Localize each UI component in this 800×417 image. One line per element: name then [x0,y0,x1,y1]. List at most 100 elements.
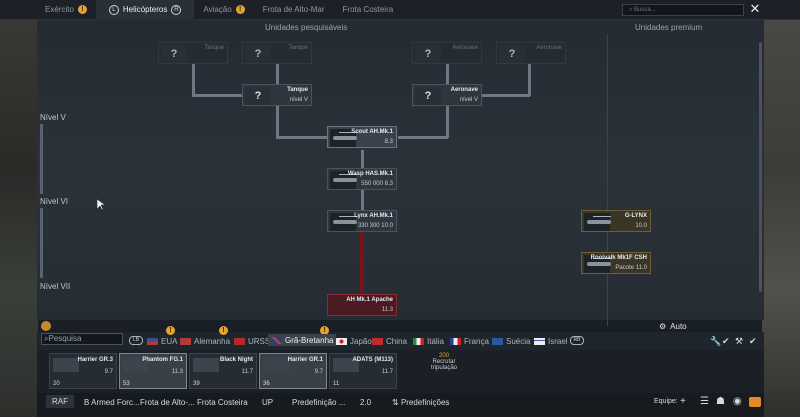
search-icon: ⌕ [44,334,49,343]
vehicle-thumbnail [330,213,357,231]
connector [528,64,531,96]
nation-tab-france[interactable]: França [450,337,489,346]
vehicle-thumbnail [193,358,219,372]
nation-tab-israel[interactable]: Israel [534,337,568,346]
background-left [0,0,38,417]
flag-icon [492,338,503,345]
nation-tab-china[interactable]: China [372,337,407,346]
nation-tab-italy[interactable]: Itália [413,337,444,346]
connector [361,190,364,210]
unknown-vehicle-icon: ? [415,45,441,63]
vehicle-thumbnail [53,358,79,372]
tree-card-ghost-aeronave[interactable]: ? Aeronave [412,42,482,64]
squad-icon[interactable]: ☗ [716,396,725,407]
checkmark-icon[interactable]: ✔ [749,336,757,346]
add-icon[interactable]: + [680,396,686,407]
connector [361,150,364,168]
preset-tab[interactable]: 2.0 [360,398,372,407]
header-researchable: Unidades pesquisáveis [265,23,348,32]
tab-aviacao[interactable]: Aviação! [194,0,253,20]
preset-tab[interactable]: Frota Costeira [197,398,248,407]
vehicle-thumbnail [263,358,289,372]
chat-icon[interactable]: ◉ [733,396,742,407]
checkmark-icon[interactable]: ✔ [722,336,730,346]
connector [276,136,328,139]
presets-button[interactable]: ⇅ Predefinições [392,398,450,407]
unknown-vehicle-icon: ? [415,87,441,105]
tab-exercito[interactable]: Exército! [36,0,96,20]
research-bonus-icon [41,321,51,331]
premium-card-rooivalk[interactable]: Rooivalk Mk1F CSH Pacote 11.0 [581,252,651,274]
crew-slot[interactable]: Harrier GR.3 9.7 20 [49,353,117,389]
warning-icon: ! [320,326,329,335]
crew-slot[interactable]: Harrier GR.1 9.7 36 [259,353,327,389]
preset-tab[interactable]: Predefinição ... [292,398,346,407]
vehicle-thumbnail [584,213,611,231]
tree-card-ghost-tanque[interactable]: ? Tanque [158,42,228,64]
crew-slot[interactable]: ADATS (M113) 11.7 11 [329,353,397,389]
connector [276,106,279,138]
flag-icon [180,338,191,345]
repair-all-icon[interactable]: ⚒ [735,336,744,346]
preset-tab[interactable]: B Armed Forc... [84,398,140,407]
tree-card-aircraft-requirement[interactable]: ? Aeronave nível V [412,84,482,106]
tree-card-ghost-aeronave[interactable]: ? Aeronave [496,42,566,64]
tree-card-apache[interactable]: AH Mk.1 Apache 11.3 [327,294,397,316]
nation-tab-japan[interactable]: Japão [336,337,372,346]
crew-slot[interactable]: Phantom FG.1 11.3 53 [119,353,187,389]
swap-icon: ⇅ [392,398,401,407]
tree-card-tank-requirement[interactable]: ? Tanque nível V [242,84,312,106]
tree-card-ghost-tanque[interactable]: ? Tanque [242,42,312,64]
tab-frota-costeira[interactable]: Frota Costeira [342,5,394,14]
rank-bar [40,208,43,278]
helicopter-icon [587,216,611,224]
tree-card-wasp[interactable]: Wasp HAS.Mk.1 550 000 8.3 [327,168,397,190]
crew-slot[interactable]: Black Night 11.7 39 [189,353,257,389]
flag-icon [372,338,383,345]
rank-label-7: Nível VII [40,282,71,291]
search-icon: ⌕ [629,7,635,13]
flag-icon [234,338,245,345]
vehicle-thumbnail [584,255,611,273]
helicopter-icon [333,174,357,182]
nation-tab-great-britain[interactable]: Grã-Bretanha [268,334,337,346]
mail-icon[interactable] [749,397,761,407]
premium-card-g-lynx[interactable]: G-LYNX 10.0 [581,210,651,232]
warning-icon: ! [166,326,175,335]
rank-label-5: Nível V [40,113,66,122]
unknown-vehicle-icon: ? [245,87,271,105]
auto-toggle[interactable]: ⚙Auto [659,321,687,331]
connector [276,64,279,86]
close-icon[interactable]: ✕ [749,1,761,16]
unknown-vehicle-icon: ? [161,45,187,63]
connector [446,106,449,138]
tree-card-scout[interactable]: Scout AH.Mk.1 8.3 [327,126,397,148]
vehicle-thumbnail [123,358,149,372]
mouse-cursor-icon [97,199,105,210]
connector [192,94,244,97]
unknown-vehicle-icon: ? [499,45,525,63]
nation-tab-ussr[interactable]: URSS [234,337,270,346]
scrollbar[interactable] [759,42,762,292]
flag-icon [336,338,347,345]
helicopter-icon [333,132,357,140]
nation-tab-usa[interactable]: EUA [147,337,177,346]
preset-tab[interactable]: UP [262,398,274,407]
search-input-bottom[interactable]: ⌕Pesquisa [41,333,123,345]
tree-card-lynx[interactable]: Lynx AH.Mk.1 330 300 10.0 [327,210,397,232]
nation-tab-sweden[interactable]: Suécia [492,337,530,346]
vehicle-thumbnail [333,358,359,372]
list-icon[interactable]: ☰ [700,396,709,407]
recruit-crew-button[interactable]: 200 Recrutar tripulação [430,353,457,371]
connector [398,136,448,139]
search-input-top[interactable]: ⌕ Busca... [622,4,744,16]
wrench-icon[interactable]: 🔧 [710,336,722,346]
nation-tab-germany[interactable]: Alemanha [180,337,230,346]
country-selector[interactable]: RAF [46,395,74,408]
warning-icon: ! [219,326,228,335]
flag-icon [413,338,424,345]
tab-frota-alto-mar[interactable]: Frota de Alto-Mar [262,5,325,14]
preset-tab[interactable]: Frota de Alto-... [140,398,195,407]
connector [192,64,195,96]
